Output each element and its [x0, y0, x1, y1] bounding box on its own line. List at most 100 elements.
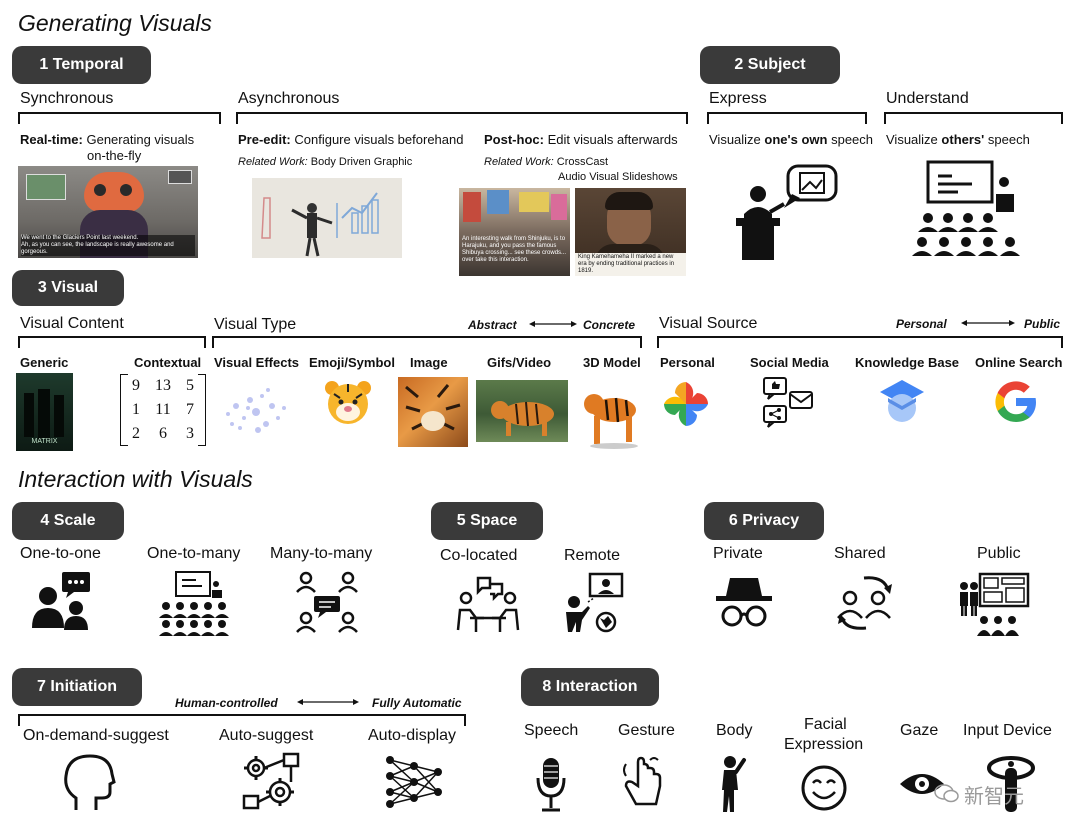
label-src-kb: Knowledge Base	[855, 355, 960, 370]
label-shared: Shared	[834, 545, 886, 562]
label-src-personal: Personal	[660, 355, 715, 370]
label-emoji-symbol: Emoji/Symbol	[309, 355, 395, 370]
king-portrait-photo: King Kamehameha II marked a new era by e…	[575, 188, 686, 276]
label-private: Private	[713, 545, 763, 562]
label-src-search: Online Search	[975, 355, 1063, 370]
section-title-interaction: Interaction with Visuals	[18, 466, 253, 492]
head-thinking-icon	[64, 754, 116, 810]
label-on-demand-suggest: On-demand-suggest	[23, 727, 169, 744]
related-work-slideshows: Audio Visual Slideshows	[558, 171, 678, 183]
label-fully-automatic: Fully Automatic	[372, 696, 462, 710]
body-pose-icon	[722, 756, 746, 812]
neural-network-icon	[386, 756, 442, 808]
private-incognito-icon	[716, 578, 772, 627]
label-speech: Speech	[524, 722, 579, 739]
bracket-asynchronous	[236, 112, 688, 124]
pill-initiation: 7 Initiation	[12, 668, 142, 706]
bracket-initiation	[18, 714, 466, 726]
label-public: Public	[977, 545, 1021, 562]
watermark-text: 新智元	[964, 786, 1024, 808]
bracket-synchronous	[18, 112, 221, 124]
label-auto-display: Auto-display	[368, 727, 457, 744]
pill-scale: 4 Scale	[12, 502, 124, 540]
many-to-many-icon	[296, 571, 358, 633]
understand-caption: Visualize others' speech	[886, 132, 1030, 147]
tiger-video-frame	[476, 380, 568, 442]
section-title-generating: Generating Visuals	[18, 10, 212, 36]
label-one-to-many: One-to-many	[147, 545, 241, 562]
matrix-left-bracket	[120, 374, 128, 446]
label-asynchronous: Asynchronous	[238, 90, 340, 107]
body-driven-graphic-photo	[252, 178, 402, 258]
label-abstract: Abstract	[468, 318, 517, 332]
label-visual-content: Visual Content	[20, 315, 124, 332]
human-auto-arrow-icon	[297, 699, 359, 705]
label-input-device: Input Device	[963, 722, 1052, 739]
express-caption: Visualize one's own speech	[709, 132, 874, 147]
label-auto-suggest: Auto-suggest	[219, 727, 314, 744]
pill-visual: 3 Visual	[12, 270, 124, 306]
label-gaze: Gaze	[900, 722, 939, 739]
social-media-icon	[763, 377, 813, 428]
generic-movie-poster: MATRIX	[16, 373, 73, 451]
matrix-right-bracket	[198, 374, 206, 446]
bracket-visual-type	[212, 336, 642, 348]
pill-space: 5 Space	[431, 502, 543, 540]
label-visual-effects: Visual Effects	[214, 355, 300, 370]
one-to-many-icon	[159, 571, 229, 636]
personal-public-arrow-icon	[961, 320, 1015, 326]
label-visual-source: Visual Source	[659, 315, 758, 332]
label-expression: Expression	[784, 736, 864, 753]
posthoc-caption: Post-hoc: Edit visuals afterwards	[484, 132, 678, 147]
google-photos-icon	[664, 382, 708, 426]
pill-temporal: 1 Temporal	[12, 46, 151, 84]
label-human-controlled: Human-controlled	[175, 696, 278, 710]
audience-presentation-icon	[912, 160, 1020, 256]
google-search-icon	[995, 381, 1036, 422]
co-located-icon	[456, 576, 520, 632]
label-visual-type: Visual Type	[214, 316, 297, 333]
speaker-podium-icon	[736, 164, 838, 260]
label-personal-scale: Personal	[896, 317, 947, 331]
preedit-caption: Pre-edit: Configure visuals beforehand	[238, 132, 464, 147]
label-contextual: Contextual	[134, 355, 202, 370]
knowledge-base-icon	[880, 380, 924, 422]
particle-effects-icon	[226, 388, 286, 433]
shared-users-icon	[837, 576, 892, 630]
label-understand: Understand	[886, 90, 969, 107]
label-express: Express	[709, 90, 767, 107]
related-work-post: Related Work: CrossCast	[484, 156, 609, 168]
cat-mask-icon	[84, 172, 144, 212]
gears-workflow-icon	[242, 752, 300, 810]
label-body: Body	[716, 722, 753, 739]
pill-privacy: 6 Privacy	[704, 502, 824, 540]
vr-controller-icon	[987, 756, 1035, 812]
label-public-scale: Public	[1024, 317, 1061, 331]
whiteboard-sketch-icon	[252, 178, 402, 258]
shibuya-crossing-photo: An interesting walk from Shinjuku, is to…	[459, 188, 570, 276]
bracket-understand	[884, 112, 1063, 124]
label-gifs-video: Gifs/Video	[487, 355, 552, 370]
label-synchronous: Synchronous	[20, 90, 114, 107]
one-to-one-icon	[32, 572, 90, 630]
label-gesture: Gesture	[618, 722, 675, 739]
pill-subject: 2 Subject	[700, 46, 840, 84]
label-3d-model: 3D Model	[583, 355, 641, 370]
wechat-logo-icon	[934, 784, 959, 803]
gaze-eye-icon	[900, 774, 944, 794]
microphone-icon	[536, 758, 566, 812]
label-remote: Remote	[564, 547, 621, 564]
label-generic: Generic	[20, 355, 69, 370]
bracket-express	[707, 112, 867, 124]
abstract-concrete-arrow-icon	[529, 321, 577, 327]
label-src-social: Social Media	[750, 355, 829, 370]
tiger-image-photo	[398, 377, 468, 447]
realtime-video-frame: We went to the Glaciers Point last weeke…	[18, 166, 198, 258]
label-concrete: Concrete	[583, 318, 636, 332]
hand-gesture-icon	[623, 756, 662, 806]
label-image: Image	[410, 355, 448, 370]
